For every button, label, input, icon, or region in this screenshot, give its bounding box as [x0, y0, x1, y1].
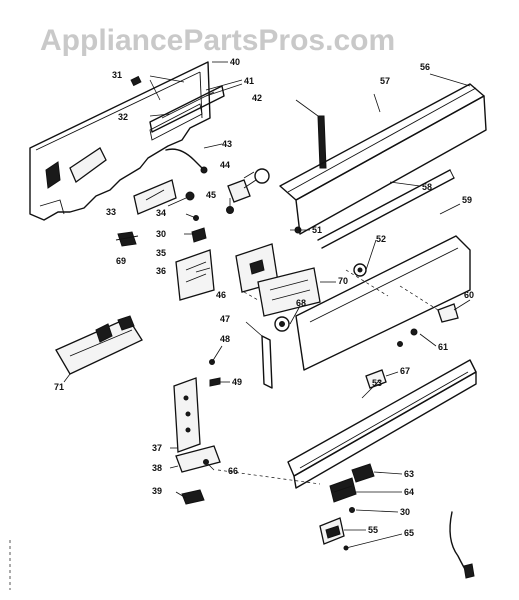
part-support-bracket[interactable] [173, 377, 201, 453]
callout-39: 39 [152, 486, 162, 496]
callout-70: 70 [338, 276, 348, 286]
callout-58: 58 [422, 182, 432, 192]
part-knob-small[interactable] [226, 206, 234, 214]
part-tube-58[interactable] [317, 169, 455, 249]
callout-56: 56 [420, 62, 430, 72]
callout-68: 68 [296, 298, 306, 308]
callout-44: 44 [220, 160, 230, 170]
callout-52: 52 [376, 234, 386, 244]
callout-37: 37 [152, 443, 162, 453]
callout-labels: 31 32 40 41 42 43 44 45 33 34 30 35 36 6… [54, 57, 474, 538]
part-screw-35[interactable] [191, 227, 207, 243]
callout-32: 32 [118, 112, 128, 122]
callout-42: 42 [252, 93, 262, 103]
part-base-38[interactable] [175, 445, 221, 473]
part-clip-60[interactable] [437, 303, 459, 323]
part-screw-49[interactable] [209, 377, 221, 387]
part-switch-64[interactable] [329, 477, 357, 503]
part-clip-67[interactable] [365, 369, 387, 389]
part-grommet-52[interactable] [353, 263, 367, 277]
part-lower-panel[interactable] [295, 235, 471, 371]
callout-51: 51 [312, 225, 322, 235]
part-bushing-68[interactable] [274, 316, 290, 332]
callout-49: 49 [232, 377, 242, 387]
callout-41: 41 [244, 76, 254, 86]
callout-63: 63 [404, 469, 414, 479]
callout-43: 43 [222, 139, 232, 149]
part-bracket-strip[interactable] [149, 85, 225, 133]
part-relay-bracket[interactable] [55, 315, 143, 375]
callout-61: 61 [438, 342, 448, 352]
part-wire-lead[interactable] [343, 511, 475, 579]
callout-47: 47 [220, 314, 230, 324]
part-screw-30b[interactable] [349, 507, 355, 513]
callout-31: 31 [112, 70, 122, 80]
callout-67: 67 [400, 366, 410, 376]
callout-55: 55 [368, 525, 378, 535]
callout-34: 34 [156, 208, 166, 218]
part-switch-63[interactable] [351, 463, 375, 483]
callout-40: 40 [230, 57, 240, 67]
assembly-guides [9, 269, 439, 590]
part-screw-39[interactable] [181, 489, 205, 505]
callout-48: 48 [220, 334, 230, 344]
callout-36: 36 [156, 266, 166, 276]
part-screw-66[interactable] [203, 459, 209, 465]
leader-lines [63, 61, 471, 549]
part-selector-switch[interactable] [227, 168, 270, 203]
callout-53: 53 [372, 378, 382, 388]
part-bottom-rail[interactable] [287, 359, 477, 489]
part-clock-plate[interactable] [133, 179, 177, 215]
callout-38: 38 [152, 463, 162, 473]
callout-60: 60 [464, 290, 474, 300]
callout-30b: 30 [400, 507, 410, 517]
callout-66: 66 [228, 466, 238, 476]
part-knob-69[interactable] [115, 231, 139, 247]
part-top-trim-rail[interactable] [279, 83, 487, 235]
callout-45: 45 [206, 190, 216, 200]
callout-33: 33 [106, 207, 116, 217]
callout-46: 46 [216, 290, 226, 300]
callout-65: 65 [404, 528, 414, 538]
part-wire-harness[interactable] [165, 148, 208, 174]
part-screw-34[interactable] [185, 191, 195, 201]
watermark-text: AppliancePartsPros.com [40, 24, 395, 57]
part-screw-61[interactable] [397, 328, 418, 347]
callout-71: 71 [54, 382, 64, 392]
callout-59: 59 [462, 195, 472, 205]
part-rod[interactable] [317, 115, 327, 169]
part-control-panel-back[interactable] [29, 61, 211, 221]
part-timer-housing[interactable] [175, 249, 215, 301]
callout-64: 64 [404, 487, 414, 497]
part-terminal-board[interactable] [257, 267, 321, 317]
part-bracket-47[interactable] [261, 335, 273, 389]
callout-35: 35 [156, 248, 166, 258]
part-switch-55[interactable] [319, 517, 345, 545]
callout-69: 69 [116, 256, 126, 266]
callout-57: 57 [380, 76, 390, 86]
callout-30a: 30 [156, 229, 166, 239]
